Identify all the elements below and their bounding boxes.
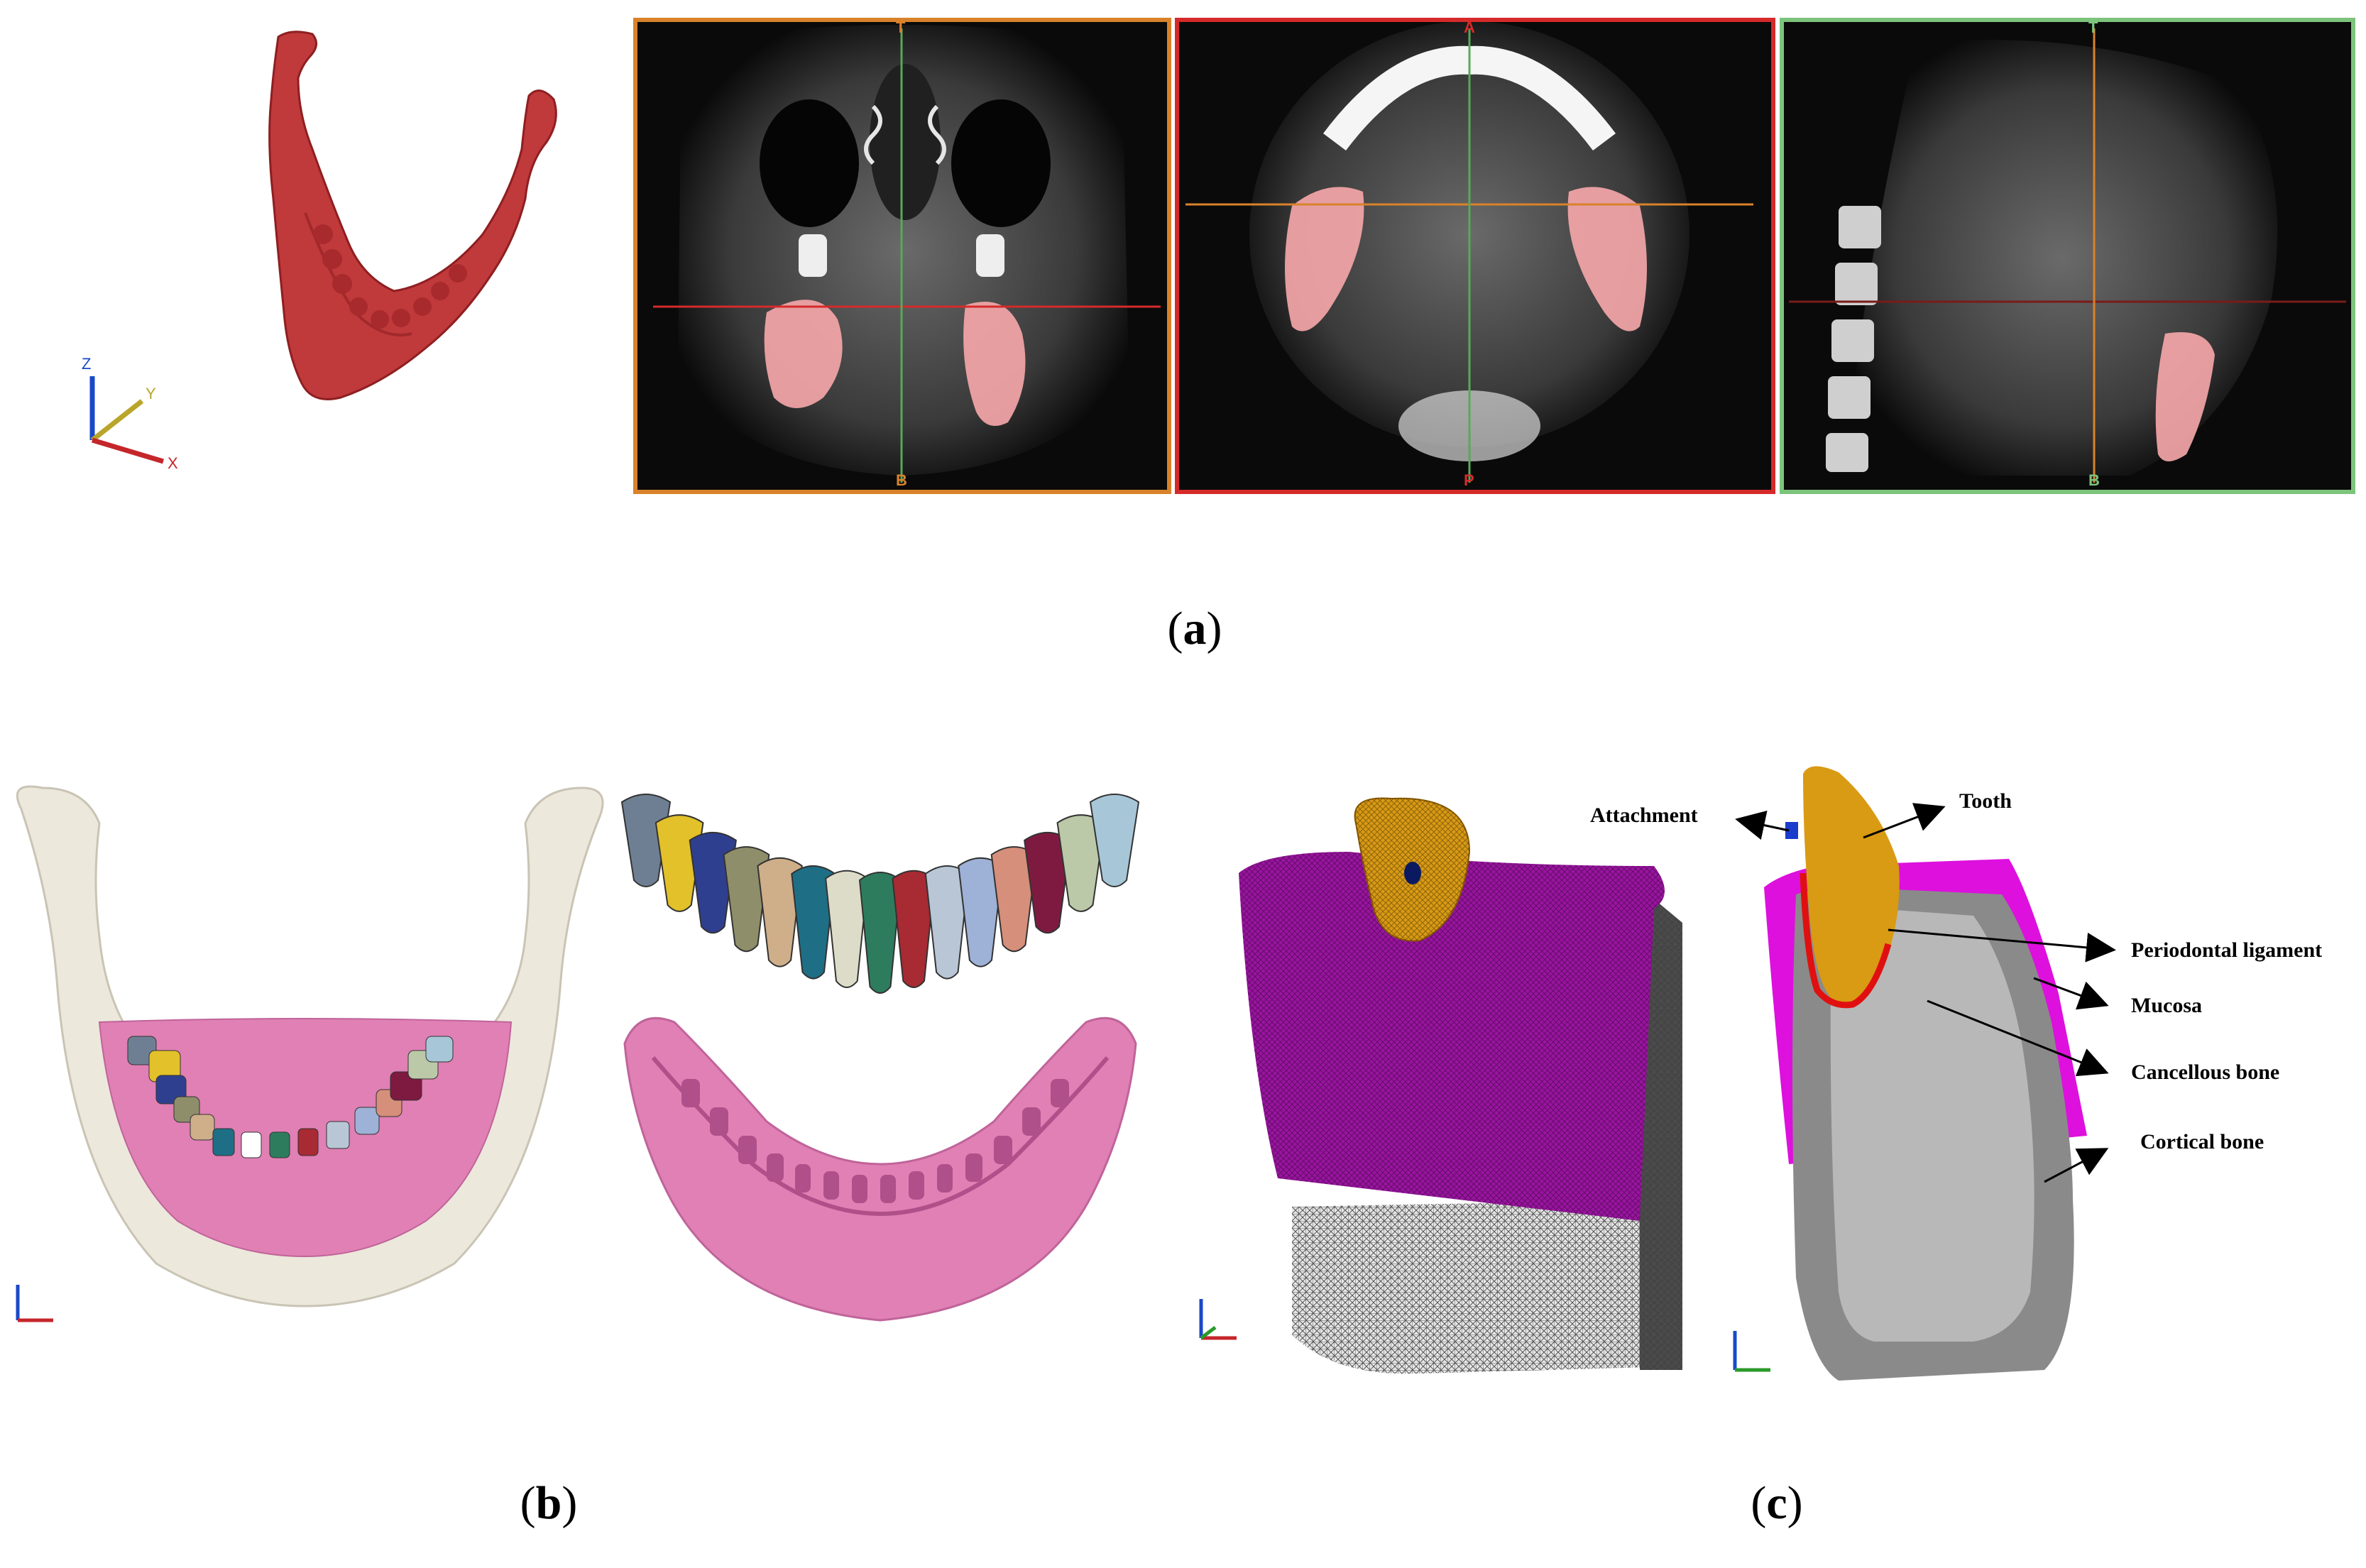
mucosa-model: [623, 1016, 1137, 1322]
tooth-model-15: [1089, 794, 1140, 887]
ct-axial-bottom-marker: P: [1464, 471, 1474, 489]
tooth-model-11: [958, 857, 1004, 967]
tooth-model-9: [892, 870, 936, 989]
label-cancellous-bone: Cancellous bone: [2131, 1060, 2280, 1084]
tooth-model-8: [858, 872, 902, 994]
annotation-arrows: [1735, 803, 2116, 1183]
ct-axial-top-marker: A: [1464, 18, 1475, 36]
label-tooth: Tooth: [1959, 789, 2012, 813]
mandible-assembly: [16, 785, 604, 1307]
fe-cross-section: [1764, 766, 2087, 1381]
tooth-model-6: [791, 865, 836, 980]
caption-c-letter: c: [1766, 1477, 1787, 1529]
tooth-model-13: [1024, 832, 1072, 934]
label-cortical-bone: Cortical bone: [2140, 1130, 2264, 1153]
tooth-model-14: [1056, 814, 1106, 912]
tooth-model-12: [990, 846, 1038, 953]
ct-sagittal-view: [1780, 18, 2355, 494]
label-periodontal-ligament: Periodontal ligament: [2131, 938, 2323, 962]
label-mucosa: Mucosa: [2131, 994, 2202, 1017]
svg-text:Y: Y: [146, 385, 156, 402]
svg-text:X: X: [168, 454, 178, 472]
axis-triad-c1: [1199, 1299, 1237, 1340]
tooth-model-10: [924, 865, 970, 980]
axis-triad-b: [16, 1285, 53, 1322]
ct-coronal-bottom-marker: B: [896, 471, 907, 489]
teeth-exploded-row: [620, 794, 1140, 994]
mandible-3d-model: [268, 31, 557, 400]
ct-sagittal-bottom-marker: B: [2088, 471, 2100, 489]
fe-mesh-block: [1239, 797, 1682, 1374]
axis-triad-a: Z Y X: [82, 355, 178, 472]
ct-coronal-view: [633, 18, 1171, 494]
ct-axial-view: [1175, 18, 1775, 494]
caption-b: (b): [520, 1477, 578, 1529]
caption-c: (c): [1751, 1477, 1803, 1529]
label-attachment: Attachment: [1590, 804, 1698, 827]
ct-sagittal-top-marker: T: [2088, 18, 2098, 36]
caption-a: (a): [1167, 603, 1222, 654]
svg-text:Z: Z: [82, 355, 91, 373]
caption-b-letter: b: [535, 1477, 562, 1529]
caption-a-letter: a: [1183, 603, 1207, 654]
ct-coronal-top-marker: T: [896, 18, 906, 36]
tooth-model-7: [825, 870, 869, 989]
axis-triad-c2: [1733, 1331, 1770, 1372]
